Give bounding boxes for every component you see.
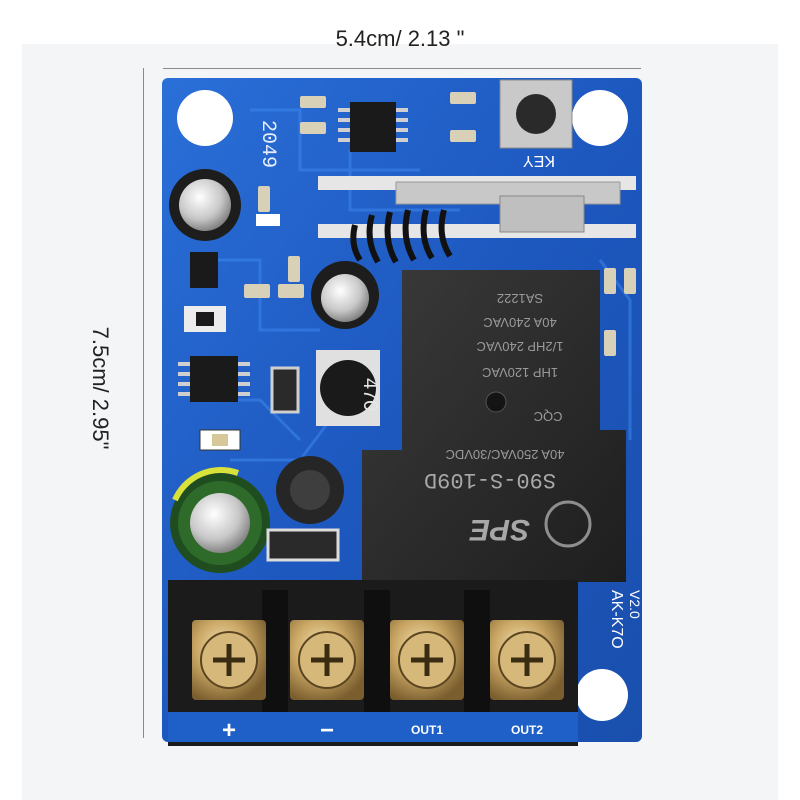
diode: [266, 528, 340, 562]
terminal-screws: [192, 620, 564, 700]
crystal: [499, 195, 585, 233]
terminal-label-out1: OUT1: [411, 723, 443, 737]
board-model-text: AK-K7O: [608, 590, 625, 649]
silk-text: 2049: [256, 120, 279, 168]
relay-cert: CQC: [534, 409, 563, 424]
relay-spec: 1/2HP 240VAC: [477, 339, 564, 354]
ic-chip: [190, 356, 238, 402]
label-strip: [168, 712, 578, 742]
terminal-label-minus: −: [320, 717, 334, 744]
width-dimension-line: [163, 68, 641, 69]
mounting-hole: [177, 90, 233, 146]
inductor: [320, 360, 376, 416]
relay-brand: SPE: [469, 513, 530, 546]
rf-strip: [318, 224, 636, 238]
mounting-hole: [576, 669, 628, 721]
relay-spec: 1HP 120VAC: [482, 365, 558, 380]
transistor: [190, 252, 218, 288]
led: [256, 214, 280, 226]
antenna-coil: [350, 209, 453, 264]
push-button-cap: [516, 94, 556, 134]
terminal-label-out2: OUT2: [511, 723, 543, 737]
relay-spec: SA1222: [497, 291, 543, 306]
relay-rating: 40A 250VAC/30VDC: [446, 447, 565, 462]
relay-model: S90-S-109D: [424, 467, 556, 492]
terminal-label-plus: +: [222, 717, 236, 744]
ic-chip: [350, 102, 396, 152]
relay-logo: [544, 500, 592, 548]
inductor-code: 470: [359, 378, 381, 411]
diode: [270, 366, 300, 414]
width-dimension-label: 5.4cm/ 2.13 ": [335, 26, 465, 51]
height-dimension-line: [143, 68, 144, 738]
mounting-hole: [572, 90, 628, 146]
board-version-text: V2.0: [627, 590, 643, 619]
key-label: KEY: [523, 152, 555, 169]
relay-spec: 40A 240VAC: [483, 315, 556, 330]
